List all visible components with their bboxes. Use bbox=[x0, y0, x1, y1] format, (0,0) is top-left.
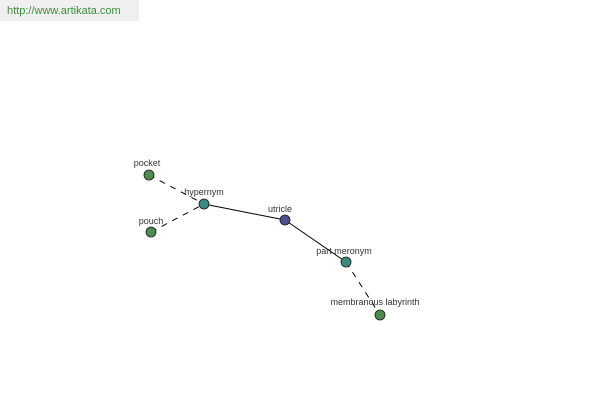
node-label-part-meronym: part meronym bbox=[316, 246, 372, 256]
node-label-pocket: pocket bbox=[134, 158, 161, 168]
node-dot-pouch[interactable] bbox=[145, 226, 157, 238]
node-dot-pocket[interactable] bbox=[143, 169, 155, 181]
edge-pocket-to-hypernym bbox=[148, 174, 205, 205]
edge-part-meronym-to-membranous-labyrinth bbox=[345, 261, 381, 316]
node-membranous-labyrinth[interactable]: membranous labyrinth bbox=[330, 297, 420, 321]
node-pocket[interactable]: pocket bbox=[134, 158, 161, 181]
node-utricle[interactable]: utricle bbox=[268, 204, 292, 226]
node-label-pouch: pouch bbox=[139, 216, 164, 226]
edge-utricle-to-part-meronym bbox=[284, 219, 347, 263]
node-label-membranous-labyrinth: membranous labyrinth bbox=[330, 297, 419, 307]
node-dot-hypernym[interactable] bbox=[198, 198, 210, 210]
graph-edges bbox=[148, 174, 381, 316]
node-pouch[interactable]: pouch bbox=[139, 216, 164, 238]
graph-nodes: pocket pouch hypernym utricle part meronym me… bbox=[134, 158, 420, 321]
node-hypernym[interactable]: hypernym bbox=[184, 187, 224, 210]
site-url-link[interactable]: http://www.artikata.com bbox=[0, 0, 139, 21]
node-part-meronym[interactable]: part meronym bbox=[316, 246, 372, 268]
node-dot-utricle[interactable] bbox=[279, 214, 291, 226]
node-dot-part-meronym[interactable] bbox=[340, 256, 352, 268]
node-label-utricle: utricle bbox=[268, 204, 292, 214]
edge-pouch-to-hypernym bbox=[150, 203, 205, 233]
node-dot-membranous-labyrinth[interactable] bbox=[374, 309, 386, 321]
edge-hypernym-to-utricle bbox=[203, 203, 286, 221]
node-label-hypernym: hypernym bbox=[184, 187, 224, 197]
